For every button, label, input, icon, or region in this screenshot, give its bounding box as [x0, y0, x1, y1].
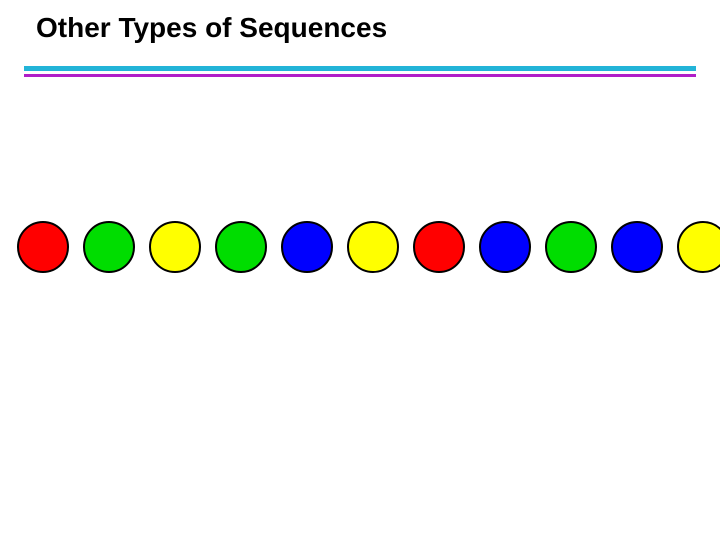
green-circle — [83, 221, 135, 273]
title-rule-bottom — [24, 74, 696, 77]
blue-circle — [281, 221, 333, 273]
yellow-circle — [347, 221, 399, 273]
green-circle — [545, 221, 597, 273]
green-circle — [215, 221, 267, 273]
blue-circle — [479, 221, 531, 273]
yellow-circle — [677, 221, 720, 273]
red-circle — [413, 221, 465, 273]
blue-circle — [611, 221, 663, 273]
slide-title: Other Types of Sequences — [36, 12, 388, 43]
yellow-circle — [149, 221, 201, 273]
title-rule-top — [24, 66, 696, 71]
red-circle — [17, 221, 69, 273]
